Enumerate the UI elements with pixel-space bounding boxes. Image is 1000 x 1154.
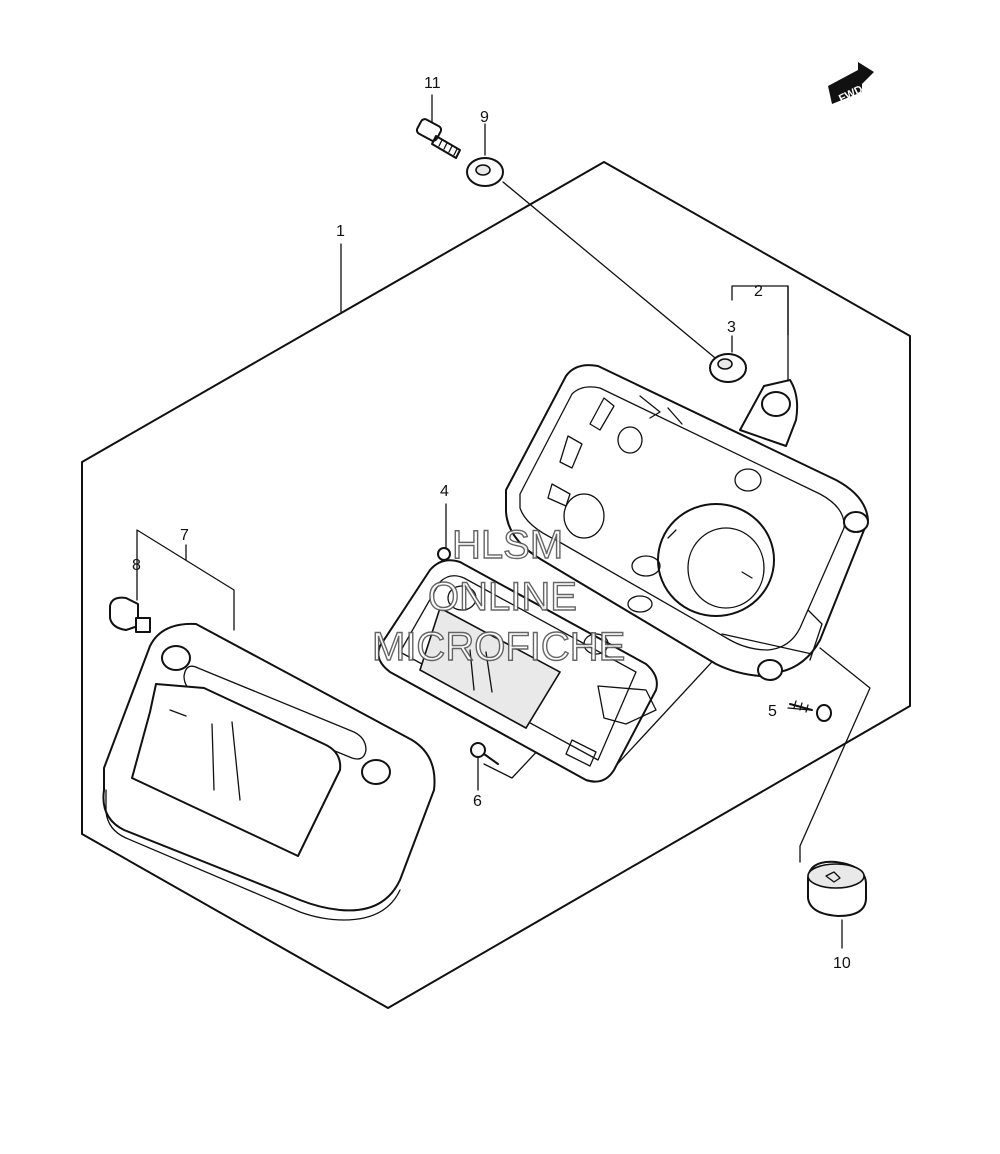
watermark-line-3: MICROFICHE xyxy=(372,625,625,669)
screw-5-part xyxy=(789,700,832,722)
watermark-line-2: ONLINE xyxy=(428,575,577,619)
callout-11: 11 xyxy=(424,75,441,92)
bolt-8-part xyxy=(109,596,151,633)
forward-arrow-icon: FWD xyxy=(828,62,874,105)
callout-8: 8 xyxy=(132,557,141,574)
front-cover-part xyxy=(102,622,436,921)
callout-7: 7 xyxy=(180,527,189,544)
callout-9: 9 xyxy=(480,109,489,126)
callout-1: 1 xyxy=(336,223,345,240)
watermark: HLSM ONLINE MICROFICHE xyxy=(371,522,626,669)
watermark-line-1: HLSM xyxy=(452,523,563,567)
bolt-part xyxy=(415,118,461,159)
grommet-part xyxy=(466,157,504,187)
screw-6-part xyxy=(470,742,499,765)
bulb-socket-part xyxy=(807,860,867,917)
assembly-boundary xyxy=(81,161,911,1009)
callout-3: 3 xyxy=(727,319,736,336)
callout-4: 4 xyxy=(440,483,449,500)
callout-labels: 1 2 3 4 5 6 7 8 9 10 11 xyxy=(132,75,851,972)
callout-10: 10 xyxy=(833,955,851,972)
rear-case-part xyxy=(505,353,869,681)
callout-5: 5 xyxy=(768,703,777,720)
meter-board-part xyxy=(377,547,658,783)
callout-6: 6 xyxy=(473,793,482,810)
callout-2: 2 xyxy=(754,283,763,300)
